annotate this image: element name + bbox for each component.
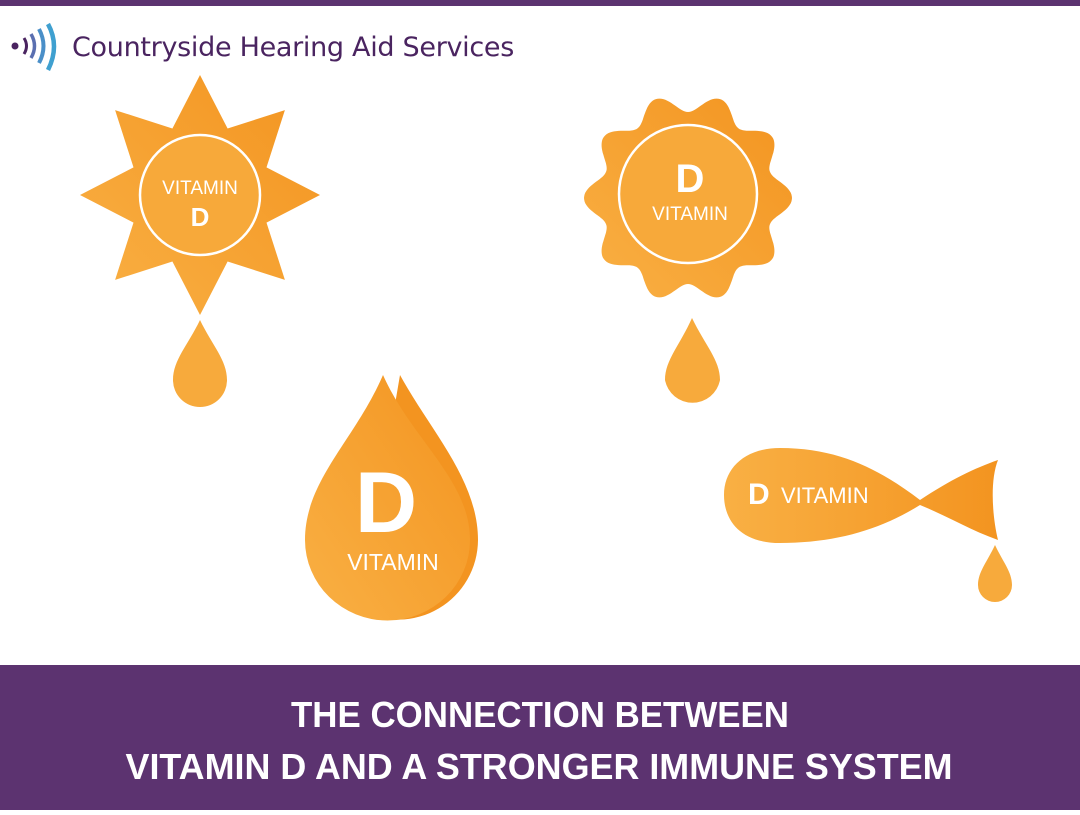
drop-icon [978, 545, 1012, 602]
big-drop-label-vitamin: VITAMIN [347, 549, 439, 575]
fish-shape [724, 448, 998, 543]
fish-illustration: D VITAMIN [724, 448, 1012, 602]
big-drop-label-d: D [355, 455, 417, 551]
drop-icon [173, 320, 227, 407]
drop-shape [305, 375, 470, 621]
banner-title-line1: THE CONNECTION BETWEEN [291, 694, 789, 735]
top-accent-bar [0, 0, 1080, 6]
flower-label-d: D [676, 157, 705, 201]
flower-illustration: D VITAMIN [584, 98, 792, 403]
vitamin-d-illustrations: VITAMIN D D VITAMIN D VITAMIN D VITAMIN [80, 75, 1012, 621]
sun-label-d: D [191, 202, 210, 232]
brand-logo: Countryside Hearing Aid Services [10, 22, 514, 72]
flower-circle [617, 123, 759, 265]
big-drop-illustration: D VITAMIN [305, 375, 478, 621]
banner-title-line2: VITAMIN D AND A STRONGER IMMUNE SYSTEM [126, 746, 953, 787]
sun-circle [138, 133, 262, 257]
drop-icon [665, 318, 720, 403]
fish-label-d: D [748, 478, 770, 511]
sound-waves-icon [11, 22, 57, 72]
flower-label-vitamin: VITAMIN [652, 204, 728, 225]
sun-illustration: VITAMIN D [80, 75, 320, 407]
fish-label-vitamin: VITAMIN [781, 483, 869, 508]
title-banner: THE CONNECTION BETWEEN VITAMIN D AND A S… [0, 665, 1080, 810]
brand-name: Countryside Hearing Aid Services [72, 31, 515, 63]
sun-label-vitamin: VITAMIN [162, 178, 238, 199]
